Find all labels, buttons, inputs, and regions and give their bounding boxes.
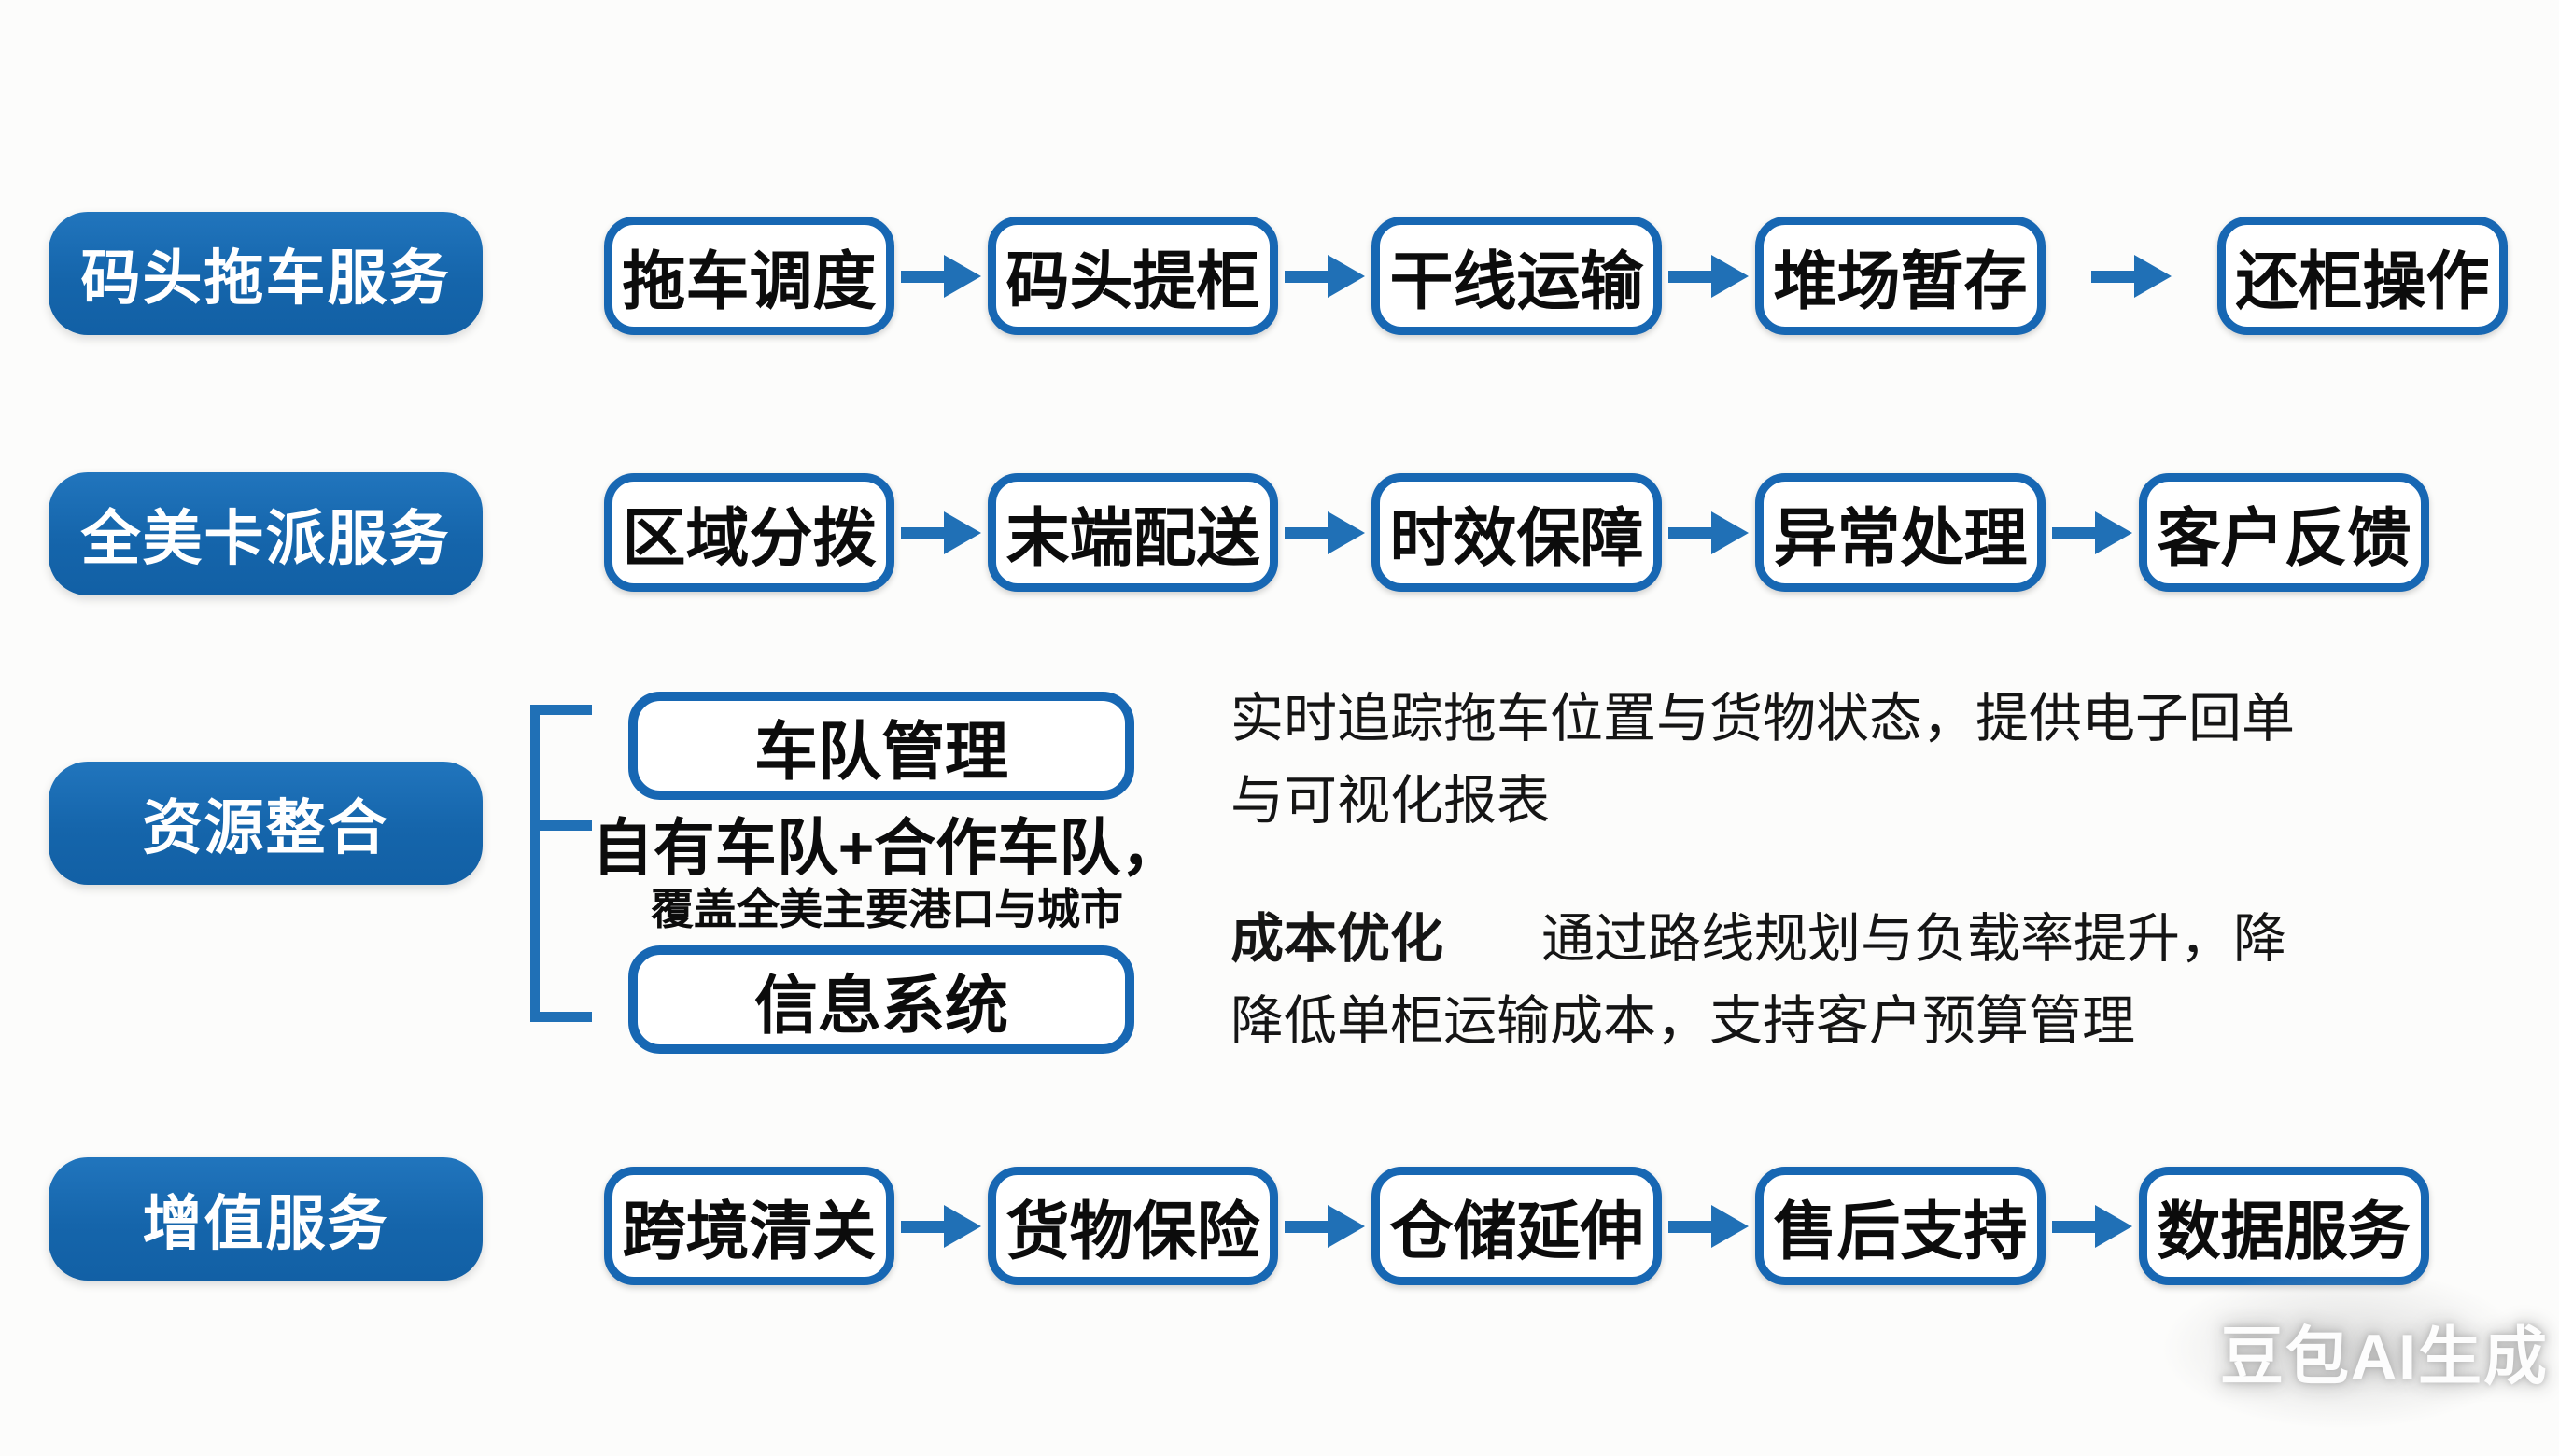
arrow-right-icon [2050,1204,2134,1249]
arrow-right-icon [899,254,983,299]
arrow-right-icon [899,511,983,555]
category-pill-value-added-services: 增值服务 [49,1157,483,1281]
flow-step-box: 跨境清关 [604,1167,894,1285]
paragraph-line: 降低单柜运输成本，支持客户预算管理 [1230,991,2135,1051]
flow-step-box: 堆场暂存 [1755,217,2046,335]
cost-optimization-label: 成本优化 [1230,909,1443,969]
bracket-vertical-line [530,705,540,1022]
arrow-right-icon [1283,1204,1367,1249]
paragraph-line: 成本优化 通过路线规划与负载率提升，降 [1230,898,2500,980]
flow-step-box: 还柜操作 [2217,217,2508,335]
watermark-doubao-ai: 豆包AI生成 [2220,1322,2550,1393]
flow-step-box: 末端配送 [988,473,1278,592]
fleet-composition-text: 自有车队+合作车队， [591,813,1183,882]
flow-step-box: 异常处理 [1755,473,2046,592]
flow-step-box: 货物保险 [988,1167,1278,1285]
flow-step-box: 干线运输 [1371,217,1662,335]
fleet-coverage-text: 覆盖全美主要港口与城市 [651,885,1123,933]
category-pill-terminal-drayage: 码头拖车服务 [49,212,483,335]
bracket-middle-stub [530,820,592,831]
arrow-right-icon [1666,1204,1751,1249]
tracking-description-paragraph: 实时追踪拖车位置与货物状态，提供电子回单 与可视化报表 [1230,678,2500,842]
category-pill-resource-integration: 资源整合 [49,762,483,885]
arrow-right-icon [1283,254,1367,299]
bracket-bottom-stub [530,1012,592,1022]
arrow-right-icon [2089,254,2173,299]
cost-optimization-paragraph: 成本优化 通过路线规划与负载率提升，降 降低单柜运输成本，支持客户预算管理 [1230,898,2500,1062]
flow-step-box: 仓储延伸 [1371,1167,1662,1285]
paragraph-line-text: 通过路线规划与负载率提升，降 [1541,909,2286,969]
flow-step-box: 码头提柜 [988,217,1278,335]
arrow-right-icon [899,1204,983,1249]
category-pill-us-trucking-delivery: 全美卡派服务 [49,472,483,595]
flow-step-box: 时效保障 [1371,473,1662,592]
arrow-right-icon [2050,511,2134,555]
flow-step-box: 拖车调度 [604,217,894,335]
paragraph-line: 实时追踪拖车位置与货物状态，提供电子回单 [1230,689,2295,749]
bracket-top-stub [530,705,592,715]
flow-row-terminal-drayage: 拖车调度 码头提柜 干线运输 堆场暂存 还柜操作 [604,217,2508,335]
arrow-right-icon [1666,511,1751,555]
flow-step-box: 客户反馈 [2139,473,2429,592]
flow-row-us-trucking-delivery: 区域分拨 末端配送 时效保障 异常处理 客户反馈 [604,473,2429,592]
paragraph-line: 与可视化报表 [1230,771,1550,831]
watermark-glow [2101,1241,2559,1456]
information-system-box: 信息系统 [628,945,1134,1054]
flow-step-box: 区域分拨 [604,473,894,592]
arrow-right-icon [1283,511,1367,555]
bracket-connector [530,705,592,1022]
arrow-right-icon [1666,254,1751,299]
fleet-management-box: 车队管理 [628,692,1134,800]
flow-step-box: 售后支持 [1755,1167,2046,1285]
